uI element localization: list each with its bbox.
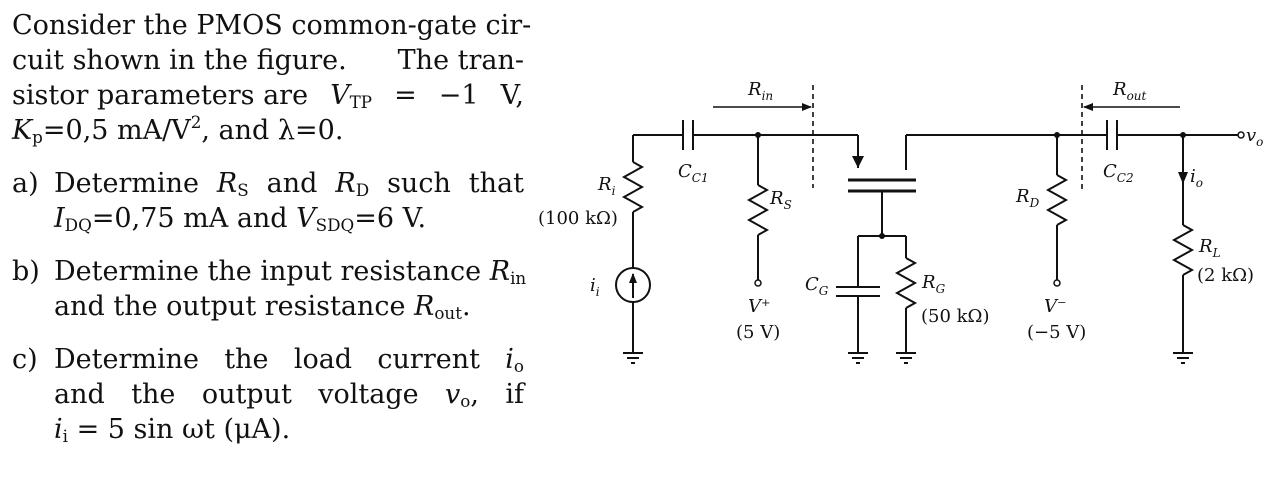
- capacitor-cg: [836, 236, 880, 364]
- intro-line-1-text: Consider the PMOS common-gate cir-: [12, 10, 532, 41]
- resistor-ri: [621, 135, 645, 268]
- capacitor-cc2: [1106, 120, 1118, 150]
- param-vtp: VTP: [330, 80, 373, 112]
- label-rg: RG: [921, 272, 946, 296]
- problem-statement: Consider the PMOS common-gate cir- cuit …: [12, 8, 531, 447]
- label-cc2: CC2: [1103, 161, 1134, 185]
- intro-line-3-part-1: sistor parameters are: [12, 80, 309, 111]
- intro-line-1: Consider the PMOS common-gate cir-: [12, 8, 531, 43]
- intro-line-3-value: −1: [438, 80, 479, 111]
- label-cc1: CC1: [678, 161, 709, 185]
- intro-line-2-part-2: The tran-: [397, 45, 524, 76]
- intro-line-4: Kp=0,5 mA/V2, and λ=0.: [12, 113, 524, 148]
- resistor-rd: [1045, 132, 1069, 287]
- question-a-label: a): [12, 168, 39, 199]
- intro-line-2: cuit shown in the figure. The tran-: [12, 43, 524, 78]
- intro-line-2-part-1: cuit shown in the figure.: [12, 45, 347, 76]
- capacitor-cc1: [682, 120, 694, 150]
- resistor-rs: [746, 132, 770, 287]
- intro-line-3: sistor parameters are VTP = −1 V,: [12, 78, 524, 113]
- question-b-label: b): [12, 256, 40, 287]
- label-vplus-value: (5 V): [736, 322, 780, 343]
- intro-line-3-unit: V,: [500, 80, 524, 111]
- label-rd: RD: [1015, 186, 1040, 210]
- intro-line-4-text: Kp=0,5 mA/V2, and λ=0.: [12, 112, 344, 147]
- label-ri: Ri: [597, 174, 616, 198]
- label-rs: RS: [769, 188, 792, 212]
- label-ii: ii: [590, 275, 600, 299]
- question-c-label: c): [12, 344, 38, 375]
- current-source-ii: [615, 267, 651, 353]
- pmos-transistor: [848, 152, 916, 239]
- intro-line-3-eq: =: [394, 80, 417, 111]
- question-c-line-3: ii = 5 sin ωt (μA).: [54, 414, 291, 446]
- circuit-diagram: Rin Rout vo CC1 CC2 Ri (100 kΩ) RS RD io…: [538, 79, 1263, 364]
- resistor-rg: [894, 236, 918, 364]
- io-arrow: [1178, 172, 1188, 184]
- label-rl: RL: [1198, 236, 1221, 260]
- question-b-line-2: and the output resistance Rout.: [54, 291, 471, 323]
- label-cg: CG: [805, 274, 829, 298]
- question-b: b) Determine the input resistance Rin an…: [12, 254, 527, 324]
- label-vo: vo: [1246, 125, 1263, 149]
- label-rin: Rin: [747, 79, 773, 103]
- label-rl-value: (2 kΩ): [1197, 265, 1254, 286]
- label-rout: Rout: [1112, 79, 1147, 103]
- label-io: io: [1190, 166, 1203, 190]
- top-wire-right: [905, 131, 1245, 170]
- label-rg-value: (50 kΩ): [921, 306, 990, 327]
- question-a-line-2: IDQ=0,75 mA and VSDQ=6 V.: [54, 203, 427, 235]
- label-ri-value: (100 kΩ): [538, 208, 618, 229]
- question-b-line-1: Determine the input resistance Rin: [54, 256, 527, 288]
- resistor-rl: [1171, 132, 1195, 364]
- label-vplus: V⁺: [748, 296, 771, 317]
- label-vminus: V⁻: [1044, 296, 1067, 317]
- top-wire-left: [633, 134, 859, 155]
- label-vminus-value: (−5 V): [1027, 322, 1086, 343]
- ground-ri: [623, 352, 643, 364]
